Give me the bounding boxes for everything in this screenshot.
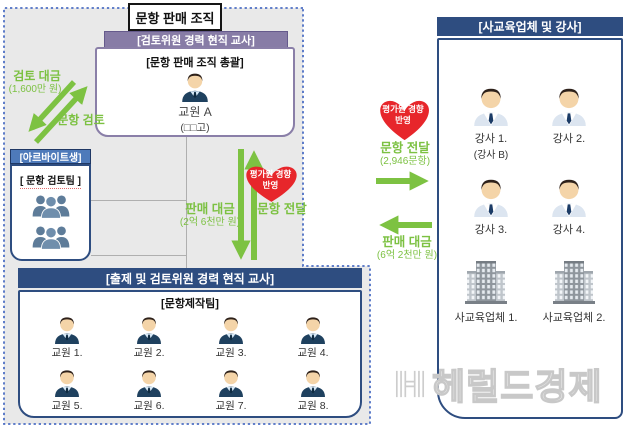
teacher-label: 교원 2. (133, 347, 165, 360)
delivery-right-label: 문항 전달 (380, 141, 430, 155)
teacher-cell: 교원 5. (32, 367, 102, 413)
sale-right-label: 판매 대금 (382, 235, 432, 249)
arrow-review-fee-down (28, 80, 77, 132)
review-fee-label: 검토 대금 (13, 69, 61, 83)
person-dark-suit-icon (179, 70, 211, 102)
instructor-cell: 강사 2. (530, 84, 608, 161)
delivery-label: 문항 전달 (257, 202, 307, 216)
leader-school: (□□고) (180, 122, 210, 134)
parttimer-box: [ 문항 검토팀 ] (10, 164, 91, 261)
delivery-right-amount: (2,946문항) (379, 156, 431, 167)
person-tie-icon (548, 175, 590, 217)
academy-header: [사교육업체 및 강사] (437, 17, 623, 36)
instructor-cell: 강사 4. (530, 175, 608, 237)
trend-badge-line1: 평가원 경향 (382, 104, 424, 114)
instructor-alias: (강사 B) (473, 150, 509, 161)
person-dark-suit-icon (134, 367, 164, 397)
person-dark-suit-icon (134, 314, 164, 344)
person-tie-icon (470, 84, 512, 126)
teacher-cell: 교원 1. (32, 314, 102, 360)
teacher-label: 교원 1. (51, 347, 83, 360)
teacher-cell: 교원 7. (196, 367, 266, 413)
teacher-label: 교원 6. (133, 399, 165, 412)
review-team-label: [ 문항 검토팀 ] (20, 172, 81, 189)
watermark-text: 헤럴드경제 (431, 365, 603, 407)
review-action-label: 문항 검토 (57, 113, 105, 127)
academy-box: 강사 1. (강사 B) 강사 2. 강사 3. 강사 4. (437, 38, 623, 419)
diagram-title: 문항 판매 조직 (128, 3, 222, 31)
trend-badge-line2: 반영 (262, 180, 279, 190)
instructor-name: 강사 1. (474, 133, 508, 145)
connector-lines (91, 133, 187, 268)
company-grid: 사교육업체 1. 사교육업체 2. (442, 257, 618, 325)
building-icon (548, 257, 600, 305)
instructor-name: 강사 3. (474, 224, 508, 236)
sale-fee-amount: (2억 6천만 원) (179, 217, 241, 228)
maker-box: [문항제작팀] 교원 1. 교원 2. 교원 3. 교원 4. 교원 5. 교원… (18, 290, 362, 418)
teacher-cell: 교원 2. (114, 314, 184, 360)
instructor-grid: 강사 1. (강사 B) 강사 2. 강사 3. 강사 4. (452, 84, 608, 237)
person-dark-suit-icon (298, 367, 328, 397)
maker-header: [출제 및 검토위원 경력 현직 교사] (18, 268, 362, 288)
person-dark-suit-icon (52, 314, 82, 344)
teacher-label: 교원 3. (215, 347, 247, 360)
person-dark-suit-icon (52, 367, 82, 397)
instructor-name: 강사 2. (552, 133, 586, 145)
teacher-row: 교원 1. 교원 2. 교원 3. 교원 4. (20, 311, 360, 364)
person-dark-suit-icon (298, 314, 328, 344)
sale-fee-label: 판매 대금 (185, 202, 235, 216)
person-tie-icon (548, 84, 590, 126)
teacher-label: 교원 5. (51, 399, 83, 412)
teacher-label: 교원 7. (215, 399, 247, 412)
teacher-row: 교원 5. 교원 6. 교원 7. 교원 8. (20, 364, 360, 417)
person-tie-icon (470, 175, 512, 217)
instructor-name: 강사 4. (552, 224, 586, 236)
teacher-cell: 교원 6. (114, 367, 184, 413)
person-dark-suit-icon (216, 314, 246, 344)
herald-h-bars-icon (394, 367, 426, 401)
company-name: 사교육업체 1. (454, 312, 518, 324)
instructor-cell: 강사 3. (452, 175, 530, 237)
company-name: 사교육업체 2. (542, 312, 606, 324)
teacher-label: 교원 4. (297, 347, 329, 360)
teacher-cell: 교원 4. (278, 314, 348, 360)
teacher-label: 교원 8. (297, 399, 329, 412)
leader-name: 교원 A (178, 105, 212, 119)
leader-role: [문항 판매 조직 총괄] (146, 57, 244, 69)
sale-right-amount: (6억 2천만 원) (376, 250, 438, 261)
review-fee-amount: (1,600만 원) (8, 84, 62, 95)
building-icon (460, 257, 512, 305)
leader-box: [문항 판매 조직 총괄] 교원 A (□□고) (95, 47, 295, 137)
company-cell: 사교육업체 2. (530, 257, 618, 325)
watermark: 헤럴드경제 (394, 358, 603, 410)
trend-badge-line2: 반영 (395, 115, 411, 125)
company-cell: 사교육업체 1. (442, 257, 530, 325)
instructor-cell: 강사 1. (강사 B) (452, 84, 530, 161)
trend-badge-line1: 평가원 경향 (249, 169, 292, 179)
people-group-icon (30, 192, 72, 220)
arrow-review-up (33, 86, 88, 144)
teacher-cell: 교원 3. (196, 314, 266, 360)
people-group-icon (30, 223, 72, 251)
maker-team-label: [문항제작팀] (161, 298, 219, 310)
person-dark-suit-icon (216, 367, 246, 397)
teacher-cell: 교원 8. (278, 367, 348, 413)
parttimer-header: [아르바이트생] (10, 149, 91, 164)
